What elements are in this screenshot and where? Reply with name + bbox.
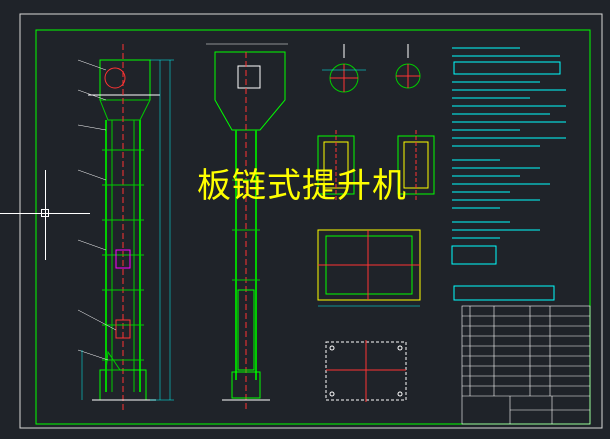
cursor-pickbox	[41, 209, 49, 217]
elevator-elevation	[77, 44, 174, 410]
title-block	[461, 305, 591, 425]
section-views	[317, 130, 435, 402]
cursor-vertical-line	[45, 170, 46, 260]
technical-notes	[451, 47, 566, 301]
detail-views	[322, 44, 421, 93]
outer-frame	[19, 13, 603, 429]
elevator-side-view	[206, 43, 288, 410]
inner-frame	[35, 29, 591, 425]
drawing-title: 板链式提升机	[197, 166, 407, 206]
